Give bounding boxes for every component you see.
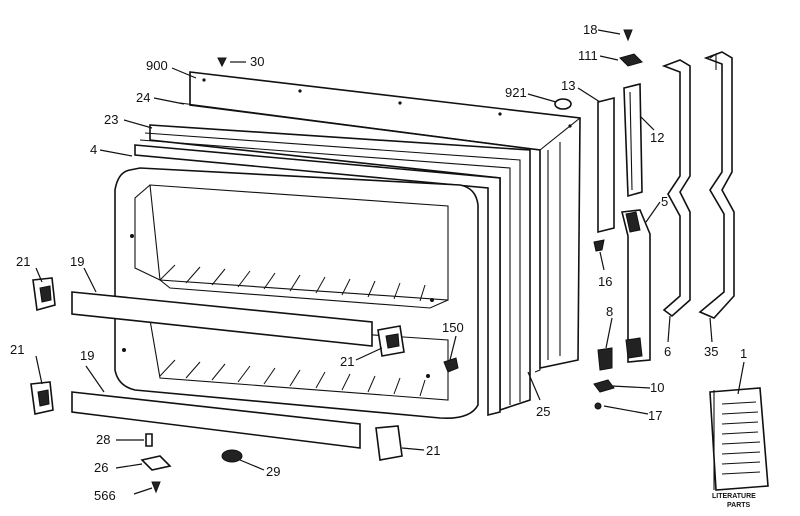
callout-35: 35 xyxy=(704,344,718,359)
door-gasket xyxy=(134,102,541,417)
callout-labels: 900 30 24 23 4 921 18 111 13 12 5 16 21 … xyxy=(10,22,756,509)
callout-12: 12 xyxy=(650,130,664,145)
shelf-end-cap-upper-right xyxy=(377,325,405,357)
callout-111: 111 xyxy=(578,48,598,63)
callout-21-upper-left: 21 xyxy=(16,254,30,269)
door-handle-6 xyxy=(661,59,691,318)
callout-16: 16 xyxy=(598,274,612,289)
inner-door-liner xyxy=(114,167,479,420)
door-handle-35 xyxy=(698,51,735,319)
hinge-bracket-5 xyxy=(621,209,651,363)
lower-shelf-ribs xyxy=(159,359,426,397)
callout-19-lower: 19 xyxy=(80,348,94,363)
hinge-cap-111 xyxy=(619,53,643,67)
upper-shelf-ribs xyxy=(159,264,426,302)
plug-button-921 xyxy=(554,98,572,110)
callout-8: 8 xyxy=(606,304,613,319)
callout-900: 900 xyxy=(146,58,168,73)
literature-label-line1: LITERATURE xyxy=(712,493,756,500)
door-stop-8 xyxy=(597,347,613,371)
callout-21-upper-right: 21 xyxy=(340,354,354,369)
callout-566: 566 xyxy=(94,488,116,503)
callout-13: 13 xyxy=(561,78,575,93)
shelf-bar-lower xyxy=(71,391,361,449)
callout-21-lower-right: 21 xyxy=(426,443,440,458)
shelf-end-cap-lower-right xyxy=(375,425,403,461)
screw-17 xyxy=(594,402,602,410)
callout-17: 17 xyxy=(648,408,662,423)
shelf-end-cap-upper-left xyxy=(32,277,56,312)
screw-16 xyxy=(593,239,605,252)
callout-4: 4 xyxy=(90,142,97,157)
clip-150 xyxy=(443,357,459,373)
literature-booklet xyxy=(709,387,769,491)
screw-30 xyxy=(217,57,227,68)
plug-29 xyxy=(221,449,243,463)
screw-18 xyxy=(623,29,633,42)
callout-5: 5 xyxy=(661,194,668,209)
shelf-end-cap-lower-left xyxy=(30,381,54,415)
shelf-bar-upper xyxy=(71,291,373,347)
callout-28: 28 xyxy=(96,432,110,447)
leader-lines xyxy=(35,29,745,495)
door-channel-12 xyxy=(623,82,643,198)
callout-921: 921 xyxy=(505,85,527,100)
callout-23: 23 xyxy=(104,112,118,127)
part-28 xyxy=(145,433,153,447)
breaker-strip-13 xyxy=(597,96,615,234)
callout-10: 10 xyxy=(650,380,664,395)
callout-21-lower-left: 21 xyxy=(10,342,24,357)
callout-26: 26 xyxy=(94,460,108,475)
plate-26 xyxy=(140,455,172,471)
callout-30: 30 xyxy=(250,54,264,69)
bracket-10 xyxy=(593,379,615,393)
screw-566 xyxy=(151,481,161,494)
callout-6: 6 xyxy=(664,344,671,359)
literature-label-line2: PARTS xyxy=(727,502,751,509)
callout-24: 24 xyxy=(136,90,150,105)
callout-29: 29 xyxy=(266,464,280,479)
callout-25: 25 xyxy=(536,404,550,419)
callout-150: 150 xyxy=(442,320,464,335)
callout-1: 1 xyxy=(740,346,747,361)
callout-18: 18 xyxy=(583,22,597,37)
callout-19-upper: 19 xyxy=(70,254,84,269)
